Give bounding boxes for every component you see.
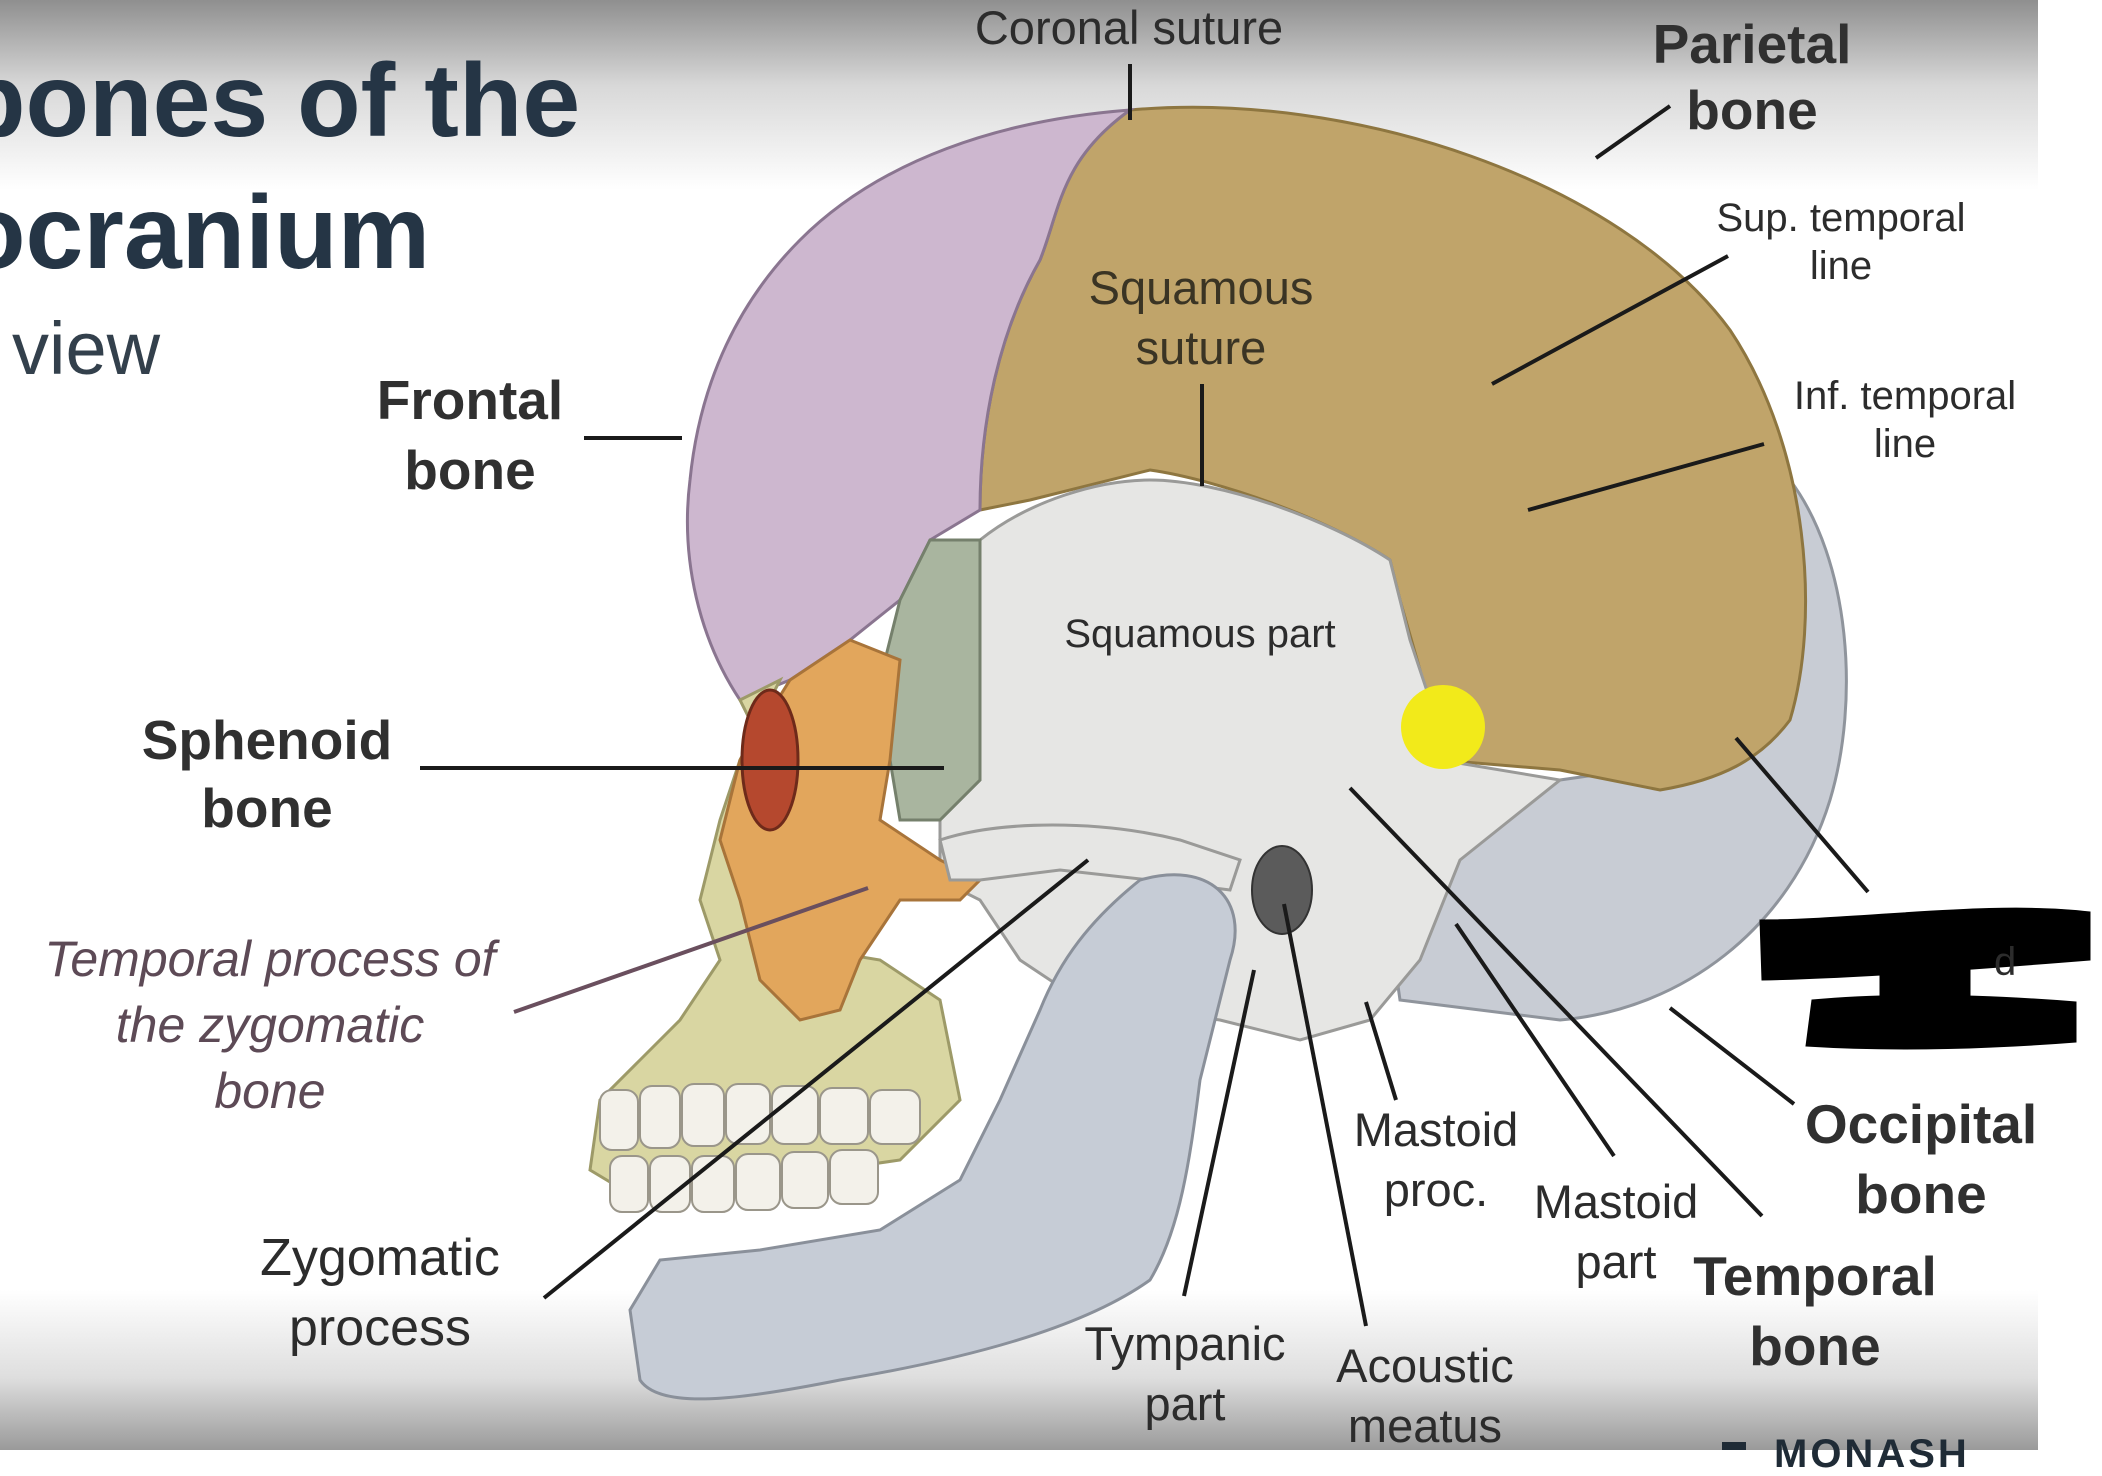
leader-sup-temporal-line [1491, 254, 1729, 386]
teeth-region [599, 1083, 921, 1213]
label-redacted-partial: d [1994, 940, 2017, 984]
orbit-region [740, 688, 800, 832]
corner-logo-text: MONASH [1774, 1432, 1970, 1476]
label-squamous-part: Squamous part [1064, 612, 1336, 656]
label-temporal-process-line1: Temporal process of [44, 931, 496, 987]
label-occipital-bone-line1: Occipital [1804, 1093, 2038, 1155]
leader-zygomatic-process [542, 858, 1090, 1300]
label-squamous-suture-line2: suture [1135, 321, 1267, 374]
leader-parietal-bone [1594, 104, 1672, 160]
highlight-marker [1401, 685, 1485, 769]
leader-tympanic-part [1182, 969, 1256, 1297]
occipital-bone-region [1378, 476, 1848, 1022]
label-acoustic-meatus-line2: meatus [1347, 1399, 1503, 1452]
label-inf-temporal-line-line2: line [1873, 422, 1937, 466]
leader-lines [420, 64, 1870, 1327]
acoustic-meatus-hole [1251, 845, 1313, 935]
label-temporal-bone-line1: Temporal [1693, 1245, 1937, 1307]
mandible-region [628, 873, 1237, 1401]
label-acoustic-meatus-line1: Acoustic [1336, 1339, 1514, 1392]
leader-lambdoid [1734, 736, 1870, 894]
label-sphenoid-bone-line2: bone [201, 777, 333, 839]
label-temporal-bone-line2: bone [1749, 1315, 1881, 1377]
label-mastoid-proc-line1: Mastoid [1353, 1103, 1519, 1156]
leader-inf-temporal-line [1527, 442, 1765, 512]
label-frontal-bone-line2: bone [404, 439, 536, 501]
label-occipital-bone-line2: bone [1855, 1163, 1987, 1225]
label-temporal-process-line2: the zygomatic [115, 997, 425, 1053]
leader-mastoid-part [1454, 922, 1616, 1158]
label-inf-temporal-line-line1: Inf. temporal [1793, 374, 2017, 418]
label-sup-temporal-line-line2: line [1809, 244, 1873, 288]
label-coronal-suture: Coronal suture [974, 1, 1284, 54]
leader-temporal-process [513, 886, 869, 1014]
slide-subtitle: view [12, 307, 161, 390]
label-mastoid-proc-line2: proc. [1383, 1163, 1489, 1216]
redaction-scribble [1759, 907, 2091, 1050]
label-mastoid-part-line2: part [1575, 1235, 1657, 1288]
temporal-bone-region [938, 478, 1564, 1042]
leader-acoustic-meatus [1282, 903, 1368, 1327]
label-sphenoid-bone-line1: Sphenoid [141, 709, 393, 771]
leader-mastoid-proc [1364, 1001, 1398, 1101]
label-zygomatic-process-line1: Zygomatic [260, 1229, 500, 1287]
right-edge-panel [2038, 0, 2102, 1450]
label-squamous-suture-line1: Squamous [1088, 261, 1314, 314]
label-zygomatic-process-line2: process [288, 1299, 472, 1357]
slide-title-line1: bones of the [0, 43, 581, 159]
label-parietal-bone-line2: bone [1686, 79, 1818, 141]
leader-temporal-bone [1348, 786, 1764, 1218]
label-tympanic-part-line1: Tympanic [1084, 1317, 1286, 1370]
sphenoid-bone-region [878, 538, 982, 822]
corner-logo-square [1722, 1442, 1746, 1450]
frontal-bone-region [685, 108, 1136, 702]
label-parietal-bone-line1: Parietal [1652, 13, 1852, 75]
label-sup-temporal-line-line1: Sup. temporal [1716, 196, 1966, 240]
slide-title-line2: ocranium [0, 175, 431, 291]
label-temporal-process-line3: bone [214, 1063, 326, 1119]
leader-occipital-bone [1668, 1006, 1796, 1106]
label-frontal-bone-line1: Frontal [376, 369, 564, 431]
label-tympanic-part-line2: part [1144, 1377, 1226, 1430]
label-mastoid-part-line1: Mastoid [1533, 1175, 1699, 1228]
